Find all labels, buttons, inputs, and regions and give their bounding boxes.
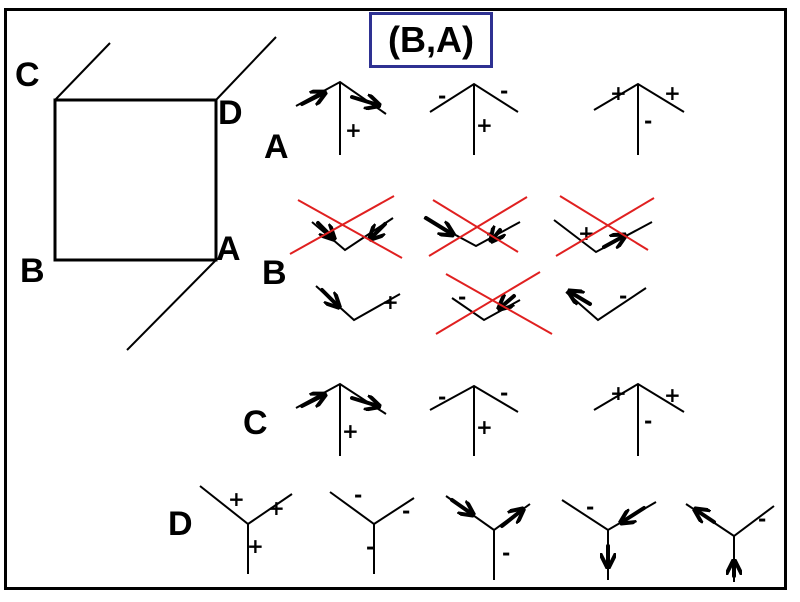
svg-text:-: -	[327, 222, 335, 246]
row-label-a: A	[264, 128, 289, 166]
junction-a3: + + -	[593, 81, 685, 155]
junction-d3: -	[445, 495, 531, 580]
svg-text:+: +	[228, 487, 245, 511]
figure-frame	[4, 8, 787, 590]
row-label-b: B	[262, 254, 287, 292]
title-box: (B,A)	[369, 12, 493, 68]
svg-text:-: -	[586, 495, 594, 519]
junction-d2: - - -	[329, 483, 415, 574]
junction-d1: + + +	[199, 485, 293, 574]
cube-edge-a	[126, 259, 217, 351]
svg-text:-: -	[366, 535, 374, 559]
svg-text:-: -	[500, 79, 508, 103]
svg-text:-: -	[458, 285, 466, 309]
svg-text:+: +	[268, 496, 285, 520]
svg-text:+: +	[476, 415, 493, 439]
cube-square	[53, 98, 218, 262]
svg-text:+: +	[578, 221, 595, 245]
cube-edge-c	[54, 42, 111, 101]
junction-b5-crossed: -	[435, 271, 553, 335]
junction-c3: + + -	[593, 381, 685, 456]
svg-text:+: +	[247, 534, 264, 558]
cube-label-d: D	[218, 94, 243, 132]
junction-c2: - - +	[429, 381, 519, 456]
junction-b1-crossed: -	[289, 195, 403, 259]
svg-text:+: +	[664, 81, 681, 105]
row-label-c: C	[243, 404, 268, 442]
junction-b4: +	[315, 285, 401, 322]
row-label-d: D	[168, 505, 193, 543]
svg-text:+: +	[664, 383, 681, 407]
cube-drawing: C D B A	[15, 36, 277, 351]
svg-text:+: +	[476, 113, 493, 137]
svg-text:-: -	[438, 385, 446, 409]
cube-label-b: B	[20, 252, 45, 290]
cube-edge-d	[215, 36, 277, 101]
svg-text:-: -	[354, 483, 362, 507]
svg-text:-: -	[619, 284, 627, 308]
junction-b3-crossed: +	[553, 195, 655, 257]
svg-text:+: +	[610, 81, 627, 105]
junction-a2: - - +	[429, 79, 519, 155]
svg-text:-: -	[402, 499, 410, 523]
junction-d5: -	[685, 503, 775, 582]
junction-b6: -	[566, 284, 647, 322]
title-text: (B,A)	[388, 19, 474, 60]
svg-text:+: +	[345, 118, 362, 142]
junction-a1: +	[295, 80, 387, 155]
junction-d4: -	[561, 495, 657, 580]
junction-b2-crossed: -	[423, 196, 528, 257]
svg-text:+: +	[382, 290, 399, 314]
svg-text:-: -	[500, 381, 508, 405]
svg-text:-: -	[644, 109, 652, 133]
svg-text:-: -	[644, 409, 652, 433]
svg-text:-: -	[486, 221, 494, 245]
svg-text:+: +	[342, 419, 359, 443]
svg-text:-: -	[758, 507, 766, 531]
cube-label-c: C	[15, 56, 40, 94]
svg-text:-: -	[438, 84, 446, 108]
svg-text:+: +	[610, 381, 627, 405]
junction-c1: +	[295, 382, 387, 456]
cube-label-a: A	[216, 230, 241, 268]
svg-text:-: -	[502, 541, 510, 565]
